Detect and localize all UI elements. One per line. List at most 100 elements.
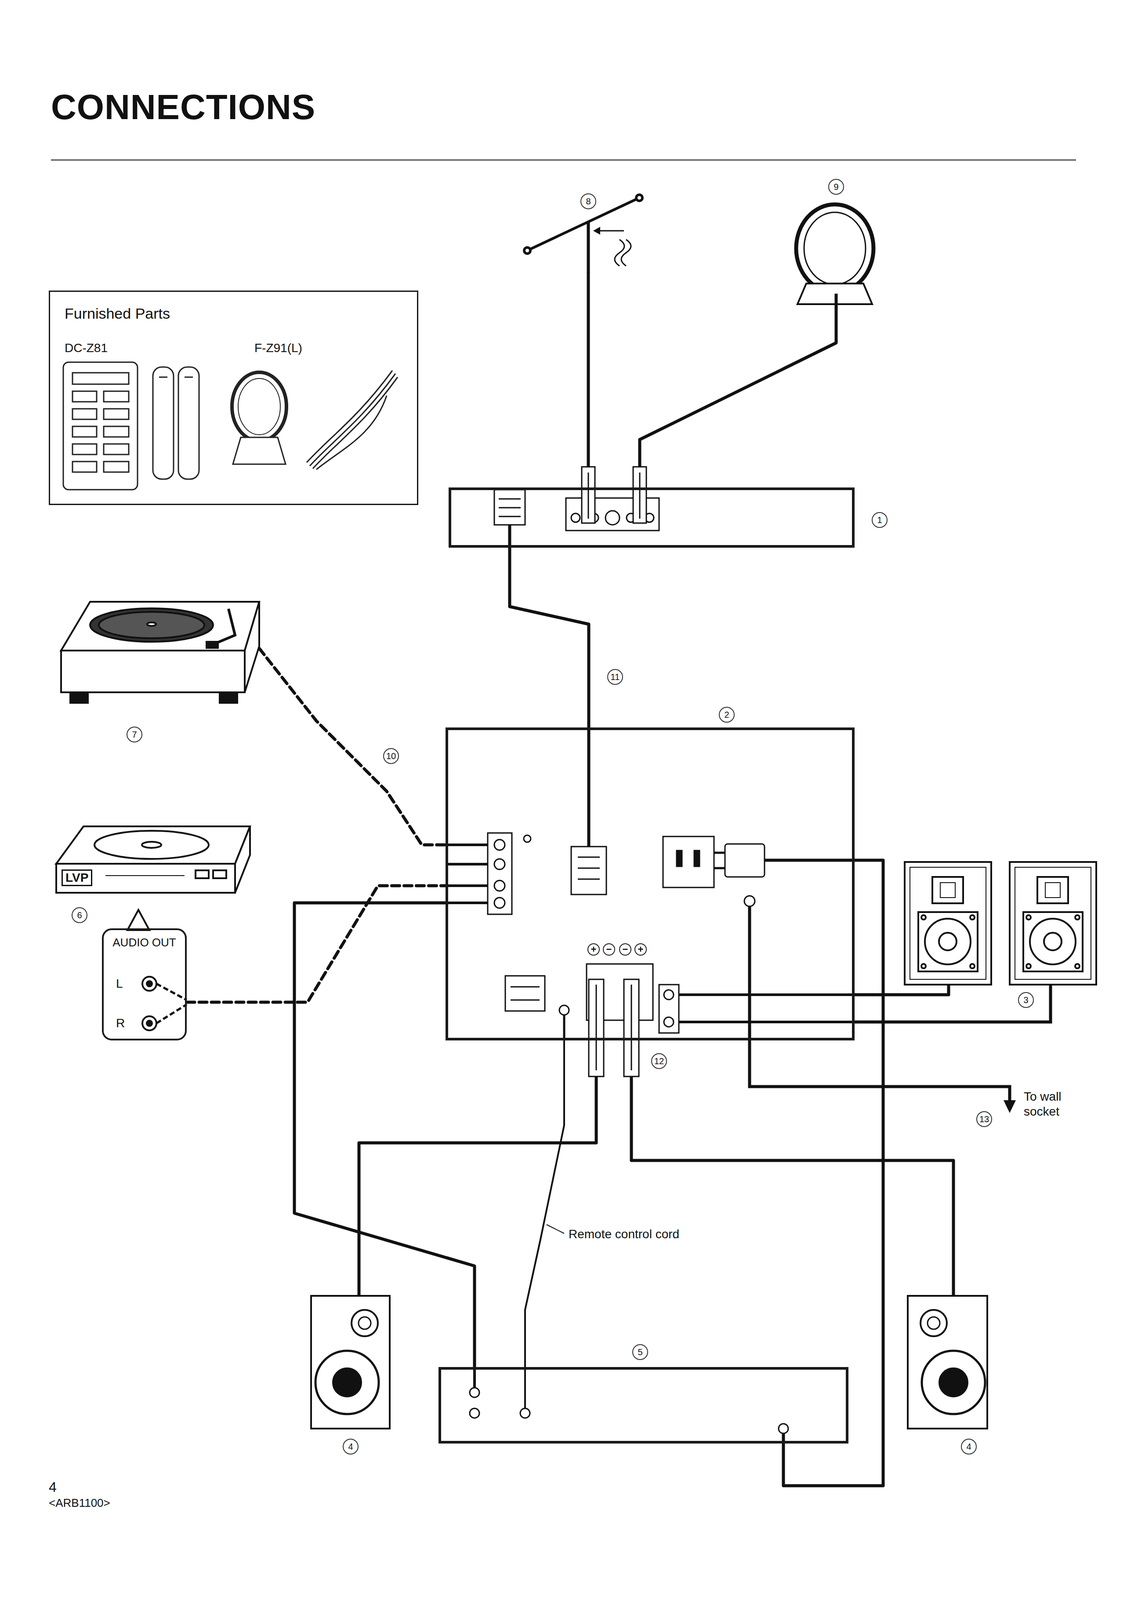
- furnished-parts-pictures: [63, 362, 138, 490]
- speaker-boxes: [333, 1367, 362, 1396]
- amplifier-rear-panel: [445, 727, 855, 1077]
- amplifier-rear-panel: [588, 978, 604, 1077]
- amplifier-rear-panel: [673, 992, 855, 996]
- callout-number: 13: [976, 1110, 993, 1127]
- furnished-parts-pictures: [312, 376, 398, 469]
- speaker-panels: [921, 963, 926, 968]
- terminal-polarity: +: [587, 942, 600, 956]
- cassette-deck-rear: [778, 1423, 789, 1433]
- cassette-deck-rear: [473, 1366, 476, 1388]
- turntable: [61, 601, 260, 703]
- amplifier-rear-panel: [577, 878, 600, 880]
- callout-number: 3: [1018, 991, 1034, 1008]
- turntable: [210, 608, 236, 646]
- callout-number: 2: [718, 706, 735, 723]
- cassette-deck-rear: [469, 1387, 480, 1397]
- amplifier-rear-panel: [623, 978, 639, 1077]
- amplifier-rear-panel: [494, 897, 505, 908]
- speaker-panels: [1023, 911, 1083, 972]
- speaker-boxes: [939, 1367, 968, 1396]
- speaker-panels: [909, 866, 986, 979]
- turntable: [90, 608, 214, 642]
- page-number: 4: [48, 1478, 57, 1495]
- laser-disc-player: [195, 869, 209, 878]
- laser-disc-player: [235, 826, 251, 893]
- fm-antenna: [614, 239, 625, 266]
- amplifier-rear-panel: [523, 834, 531, 842]
- callout-number: 4: [342, 1438, 359, 1454]
- speaker-boxes: [907, 1295, 988, 1428]
- amplifier-rear-panel: [487, 832, 512, 914]
- amplifier-rear-panel: [586, 963, 653, 1020]
- speaker-boxes: [311, 1295, 988, 1428]
- tuner-terminals: [645, 513, 654, 522]
- furnished-parts-pictures: [72, 372, 129, 385]
- amplifier-rear-panel: [673, 1020, 855, 1023]
- title-rule: [50, 159, 1077, 161]
- laser-disc-player: [105, 874, 185, 876]
- wire-connector: [358, 1040, 597, 1296]
- audio-out-jacks: [142, 976, 157, 991]
- am-loop-antenna-figure: 9: [790, 197, 879, 308]
- speaker-panels: [1026, 914, 1031, 920]
- furnished-parts-pictures: [152, 366, 174, 479]
- terminal-polarity: +: [634, 942, 647, 956]
- tuner-terminals: [494, 489, 526, 525]
- furnished-parts-pictures: [72, 443, 97, 455]
- tuner-terminals: [571, 513, 580, 522]
- furnished-parts-pictures: [103, 443, 129, 455]
- wire-connector: [631, 1040, 954, 1296]
- furnished-parts-pictures: [103, 391, 129, 402]
- turntable: [147, 622, 156, 626]
- amplifier-rear-panel: [445, 901, 495, 904]
- amplifier-rear-panel: [713, 866, 725, 870]
- turntable: [61, 601, 260, 651]
- tuner-terminals: [581, 466, 595, 523]
- power-cord: [749, 905, 1010, 1101]
- tuner-terminals: [639, 472, 641, 519]
- speaker-panels: [918, 911, 978, 972]
- amplifier-rear-panel: [724, 843, 765, 877]
- speaker-panels: [904, 861, 1097, 985]
- audio-out-jacks: [156, 1003, 187, 1023]
- turntable: [61, 650, 245, 693]
- speaker-panels: [938, 932, 957, 950]
- amplifier-rear-panel: [663, 836, 714, 888]
- speaker-panels: [1043, 932, 1062, 950]
- laser-disc-player: [141, 841, 162, 848]
- am-loop-antenna: [796, 204, 874, 308]
- front-speakers-figure: 3: [904, 861, 1097, 985]
- audio-out-jacks: [142, 1015, 157, 1030]
- amplifier-unit: 2: [445, 727, 855, 1041]
- jack-heading: AUDIO OUT: [103, 935, 185, 950]
- amplifier-rear-panel: [587, 727, 591, 847]
- note-text: To wall socket: [1023, 1088, 1084, 1119]
- turntable: [206, 641, 218, 648]
- amplifier-rear-panel: [445, 862, 495, 866]
- amplifier-rear-panel: [563, 1014, 566, 1041]
- furnished-parts-pictures: [309, 373, 396, 466]
- title-rule: [50, 159, 1077, 161]
- audio-out-bubble: AUDIO OUTLR: [101, 927, 187, 1041]
- furnished-parts-pictures: [159, 376, 168, 378]
- speaker-panels: [1075, 914, 1080, 920]
- am-loop-antenna: [797, 283, 873, 305]
- furnished-parts-pictures: [72, 408, 97, 420]
- callout-number: 10: [383, 747, 399, 764]
- laser-disc-player: [56, 826, 251, 864]
- speaker-panels: [932, 876, 964, 903]
- laser-disc-player-figure: LVP6: [56, 826, 251, 893]
- fm-antenna: [621, 239, 631, 266]
- edge-label: Remote control cord: [566, 1225, 682, 1242]
- part-name: F-Z91(L): [254, 340, 303, 356]
- wire-connector: [639, 307, 837, 488]
- furnished-parts-pictures: [72, 426, 97, 437]
- amplifier-rear-panel: [577, 856, 600, 858]
- fm-antenna: [587, 221, 591, 273]
- amplifier-rear-panel: [445, 884, 495, 887]
- wire-connector: [854, 984, 949, 995]
- laser-disc-player: [56, 863, 236, 893]
